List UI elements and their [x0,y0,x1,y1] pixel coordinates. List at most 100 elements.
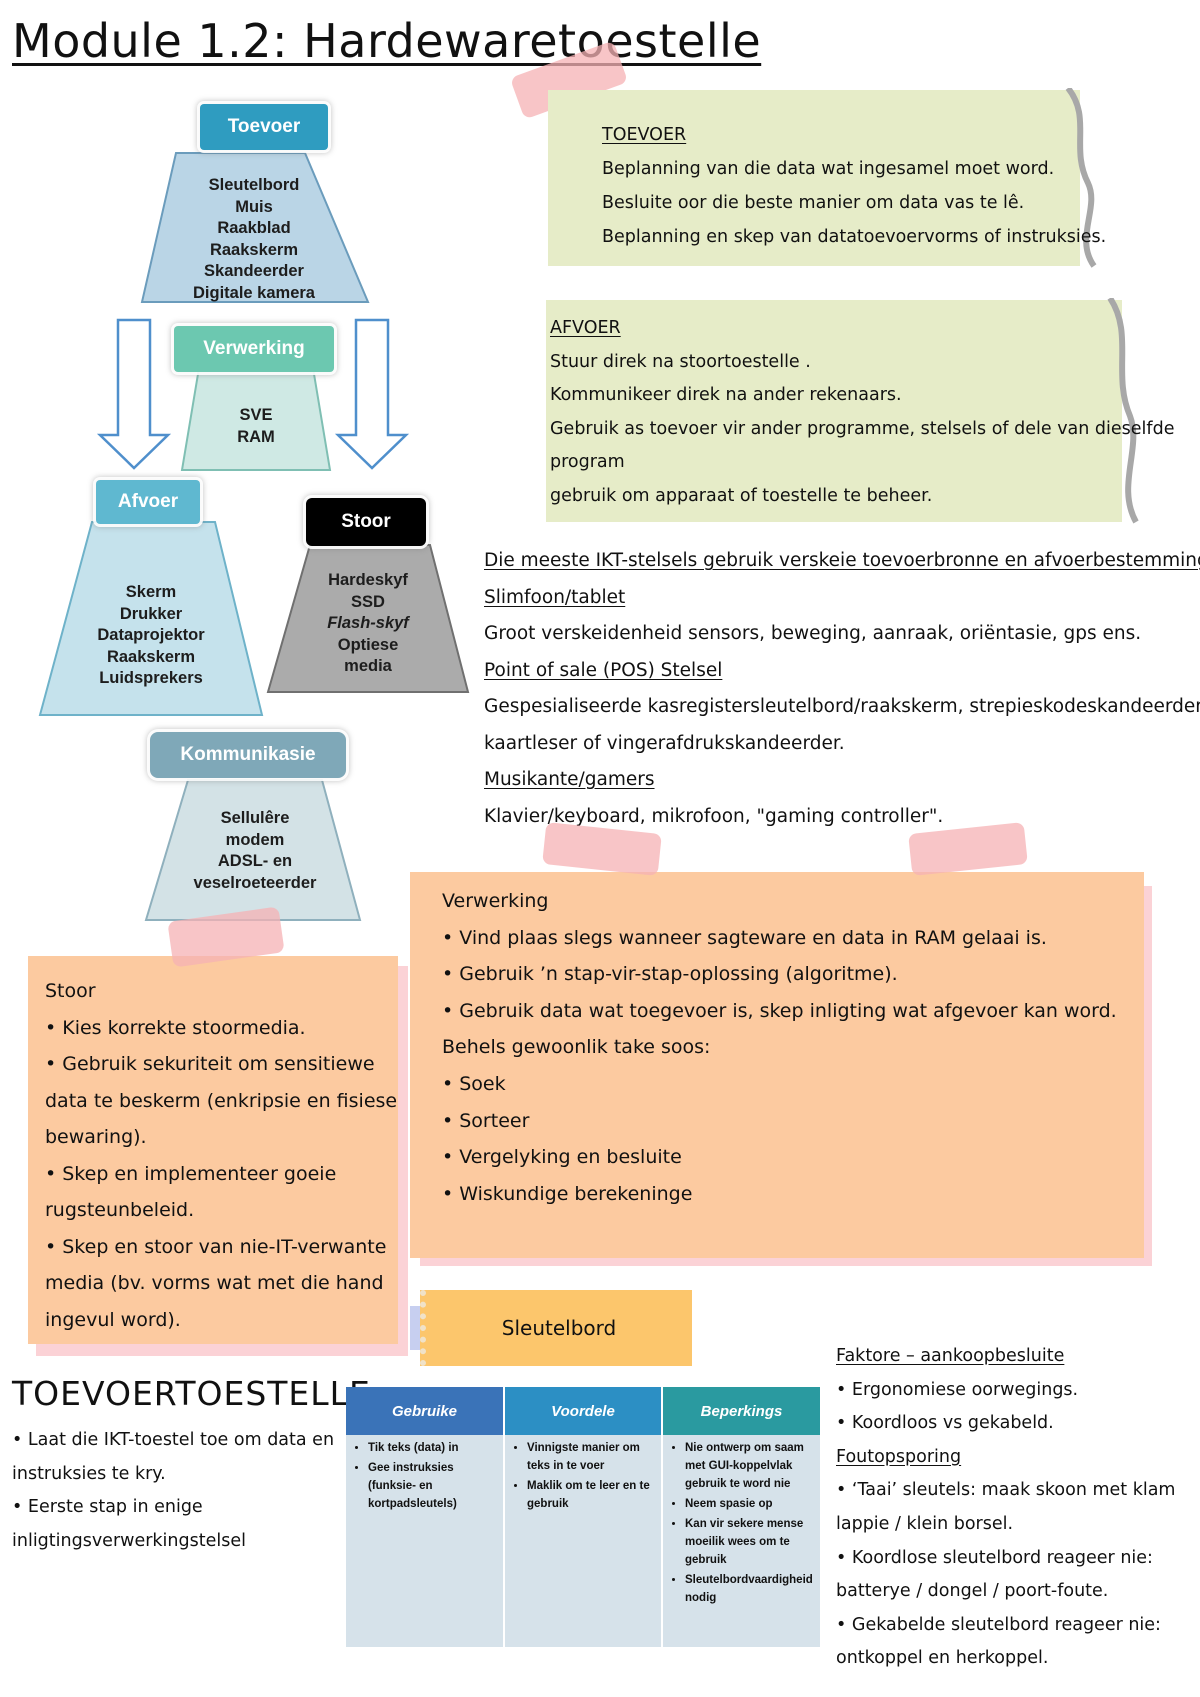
stoor-note-line: ingevul word). [45,1308,181,1331]
list-item: Kan vir sekere mense moeilik wees om te … [685,1515,814,1569]
afvoer-note-line: program [550,452,625,472]
table-cell-beperkings: Nie ontwerp om saam met GUI-koppelvlak g… [662,1435,820,1647]
verwerking-note-line: Behels gewoonlik take soos: [442,1036,711,1059]
afvoer-item: Skerm [125,583,177,601]
afvoer-note-heading: AFVOER [550,318,621,338]
afvoer-item: Dataprojektor [97,626,205,644]
toevoertoestelle-heading: TOEVOERTOESTELLE [12,1374,371,1413]
table-header-gebruike: Gebruike [346,1387,505,1435]
verwerking-note-line: • Soek [442,1072,506,1095]
page-title: Module 1.2: Hardewaretoestelle [12,14,762,68]
kommunikasie-item: veselroeteerder [193,873,317,892]
sleutelbord-table: Gebruike Voordele Beperkings Tik teks (d… [346,1387,820,1647]
verwerking-note-line: • Gebruik data wat toegevoer is, skep in… [442,999,1117,1022]
afvoer-note-line: Stuur direk na stoortoestelle . [550,351,811,372]
ikt-line: Gespesialiseerde kasregistersleutelbord/… [484,696,1200,717]
verwerking-items: SVE RAM [206,405,306,448]
stoor-note-line: data te beskerm (enkripsie en fisiese [45,1089,398,1112]
afvoer-note [546,300,1122,522]
toevoer-note-line: Beplanning van die data wat ingesamel mo… [602,159,1055,179]
faktore-heading: Faktore – aankoopbesluite [836,1346,1065,1366]
foutopsporing-heading: Foutopsporing [836,1446,962,1467]
afvoer-item: Raakskerm [106,647,196,666]
list-item: Vinnigste manier om teks in te voer [527,1439,655,1475]
stoor-note-line: media (bv. vorms wat met die hand [45,1272,384,1294]
verwerking-item: SVE [239,406,273,424]
stoor-item: SSD [351,592,385,611]
list-item: Nie ontwerp om saam met GUI-koppelvlak g… [685,1439,814,1493]
toevoer-note-line: Beplanning en skep van datatoevoervorms … [602,227,1107,247]
verwerking-note-line: • Gebruik ’n stap-vir-stap-oplossing (al… [442,963,898,986]
toevoer-header: Toevoer [200,104,328,150]
verwerking-header: Verwerking [174,326,334,372]
foutopsporing-line: batterye / dongel / poort-foute. [836,1581,1109,1602]
verwerking-note-line: • Sorteer [442,1109,530,1132]
sleutelbord-tab: Sleutelbord [420,1290,692,1366]
list-item: Gee instruksies (funksie- en kortpadsleu… [368,1459,497,1513]
toevoer-note-heading: TOEVOER [602,125,687,145]
verwerking-note-line: Verwerking [442,890,549,912]
toevoer-note-content: TOEVOER Beplanning van die data wat inge… [602,118,1106,254]
table-row: Tik teks (data) in Gee instruksies (funk… [346,1435,820,1647]
verwerking-note-content: Verwerking • Vind plaas slegs wanneer sa… [442,883,1117,1212]
table-cell-gebruike: Tik teks (data) in Gee instruksies (funk… [346,1435,505,1647]
foutopsporing-line: • ‘Taai’ sleutels: maak skoon met klam [836,1480,1176,1501]
stoor-note [28,956,398,1344]
kommunikasie-trapezoid [144,779,362,921]
ikt-subheading: Point of sale (POS) Stelsel [484,659,723,681]
table-header-row: Gebruike Voordele Beperkings [346,1387,820,1435]
ikt-line: Groot verskeidenheid sensors, beweging, … [484,623,1142,644]
toevoer-item: Raakskerm [209,240,299,259]
stoor-items: Hardeskyf SSD Flash-skyf Optiese media [300,570,436,678]
stoor-item: Optiese [337,635,399,654]
list-item: Neem spasie op [685,1495,814,1513]
ikt-line: Klavier/keyboard, mikrofoon, "gaming con… [484,805,944,827]
faktore-line: • Ergonomiese oorwegings. [836,1379,1079,1400]
ikt-subheading: Slimfoon/tablet [484,586,626,608]
ikt-heading: Die meeste IKT-stelsels gebruik verskeie… [484,550,1200,571]
verwerking-note-line: • Vind plaas slegs wanneer sagteware en … [442,926,1047,949]
toevoer-note-line: Besluite oor die beste manier om data va… [602,193,1025,213]
toevoertoestelle-line: inligtingsverwerkingstelsel [12,1530,246,1551]
stoor-note-line: • Kies korrekte stoormedia. [45,1016,306,1039]
toevoer-item: Muis [235,197,273,216]
stoor-note-line: • Gebruik sekuriteit om sensitiewe [45,1053,375,1075]
afvoer-note-line: Kommunikeer direk na ander rekenaars. [550,385,902,405]
toevoer-item: Raakblad [217,219,291,237]
afvoer-item: Drukker [119,604,183,623]
table-header-beperkings: Beperkings [662,1387,820,1435]
toevoer-item: Sleutelbord [208,176,300,194]
foutopsporing-line: • Koordlose sleutelbord reageer nie: [836,1547,1153,1568]
torn-edge-decoration [1107,298,1139,524]
kommunikasie-items: Sellulêre modem ADSL- en veselroeteerder [180,808,330,894]
stoor-item: media [344,657,392,675]
stoor-item: Hardeskyf [328,571,408,589]
toevoertoestelle-line: instruksies te kry. [12,1463,166,1484]
toevoer-item: Skandeerder [204,262,304,280]
stoor-note-line: bewaring). [45,1126,147,1148]
torn-edge-decoration [1065,88,1097,268]
table-header-voordele: Voordele [504,1387,663,1435]
table-cell-voordele: Vinnigste manier om teks in te voer Makl… [504,1435,663,1647]
toevoer-items: Sleutelbord Muis Raakblad Raakskerm Skan… [170,175,338,304]
afvoer-note-line: Gebruik as toevoer vir ander programme, … [550,418,1175,439]
stoor-item: Flash-skyf [327,614,409,632]
faktore-line: • Koordloos vs gekabeld. [836,1413,1054,1434]
kommunikasie-header: Kommunikasie [150,732,346,778]
foutopsporing-line: ontkoppel en herkoppel. [836,1648,1049,1669]
foutopsporing-line: lappie / klein borsel. [836,1513,1014,1534]
afvoer-note-content: AFVOER Stuur direk na stoortoestelle . K… [550,312,1174,513]
verwerking-note-line: • Vergelyking en besluite [442,1146,682,1169]
kommunikasie-item: modem [225,830,285,849]
verwerking-note [410,872,1144,1258]
afvoer-header: Afvoer [96,480,200,524]
down-arrow-right-icon [334,318,410,470]
toevoer-trapezoid [140,152,370,303]
kommunikasie-item: ADSL- en [217,852,293,870]
stoor-note-line: Stoor [45,980,96,1002]
kommunikasie-item: Sellulêre [220,809,290,827]
stoor-note-line: rugsteunbeleid. [45,1199,195,1221]
verwerking-note-line: • Wiskundige berekeninge [442,1182,693,1205]
ikt-line: kaartleser of vingerafdrukskandeerder. [484,732,845,754]
afvoer-item: Luidsprekers [99,669,203,687]
